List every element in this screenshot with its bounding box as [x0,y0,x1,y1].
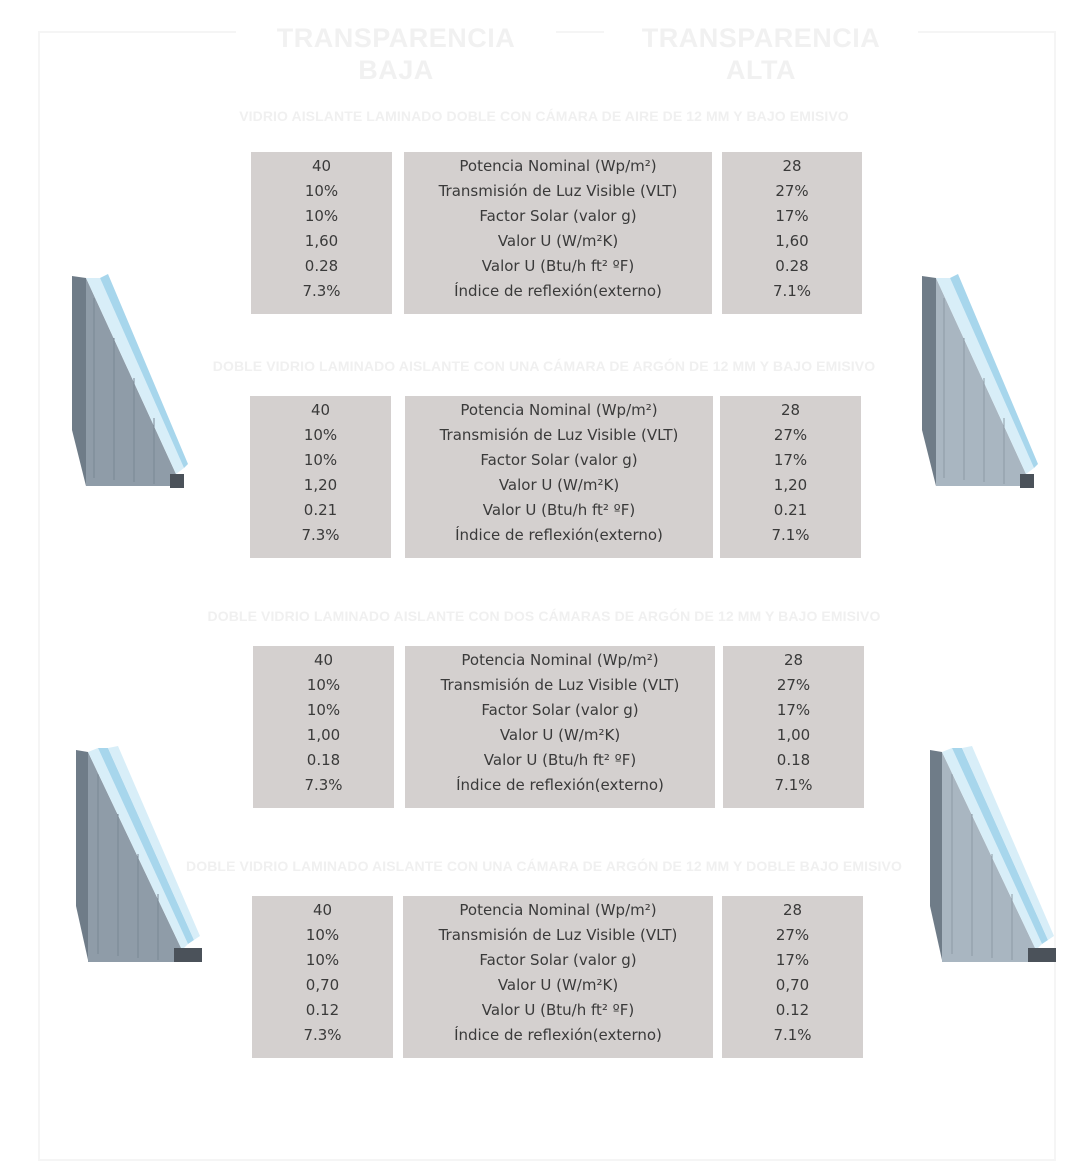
high-transparency-values: 28 27% 17% 1,20 0.21 7.1% [720,396,861,558]
property-label: Potencia Nominal (Wp/m²) [460,401,658,419]
value-cell: 40 [312,901,333,919]
triple-glazing-icon [76,746,202,962]
value-cell: 28 [780,401,801,419]
property-label: Potencia Nominal (Wp/m²) [459,157,657,175]
value-cell: 7.1% [774,776,813,794]
property-label: Valor U (Btu/h ft² ºF) [482,501,636,519]
header-low-transparency: TRANSPARENCIA BAJA [236,22,556,85]
value-cell: 10% [305,951,340,969]
value-cell: 17% [776,701,811,719]
value-cell: 10% [306,701,341,719]
section-title: VIDRIO AISLANTE LAMINADO DOBLE CON CÁMAR… [239,108,849,124]
property-label: Índice de reflexión(externo) [455,526,663,544]
value-cell: 10% [303,451,338,469]
value-cell: 10% [305,926,340,944]
value-cell: 0.21 [773,501,808,519]
low-transparency-values: 40 10% 10% 1,00 0.18 7.3% [253,646,394,808]
property-label: Índice de reflexión(externo) [456,776,664,794]
property-label: Factor Solar (valor g) [481,701,639,719]
low-transparency-values: 40 10% 10% 0,70 0.12 7.3% [252,896,393,1058]
value-cell: 40 [313,651,334,669]
double-glazing-icon [922,274,1038,488]
property-label: Factor Solar (valor g) [479,951,637,969]
value-cell: 10% [306,676,341,694]
property-label: Valor U (Btu/h ft² ºF) [481,1001,635,1019]
header-high-transparency: TRANSPARENCIA ALTA [604,22,918,85]
property-label: Valor U (W/m²K) [497,976,619,994]
value-cell: 7.1% [773,1026,812,1044]
value-cell: 0.28 [304,257,339,275]
value-cell: 0,70 [305,976,340,994]
double-glazing-icon [72,274,188,488]
property-labels: Potencia Nominal (Wp/m²) Transmisión de … [405,396,713,558]
value-cell: 1,60 [775,232,809,250]
triple-glazing-icon [930,746,1056,962]
value-cell: 0,70 [775,976,810,994]
value-cell: 1,20 [303,476,338,494]
value-cell: 7.3% [303,1026,342,1044]
value-cell: 0.12 [775,1001,810,1019]
value-cell: 0.28 [775,257,809,275]
value-cell: 1,60 [304,232,339,250]
high-transparency-values: 28 27% 17% 1,00 0.18 7.1% [723,646,864,808]
value-cell: 1,20 [773,476,808,494]
value-cell: 7.3% [301,526,340,544]
property-label: Valor U (W/m²K) [498,476,620,494]
property-label: Transmisión de Luz Visible (VLT) [438,182,678,200]
value-cell: 17% [773,451,808,469]
value-cell: 1,00 [776,726,811,744]
value-cell: 28 [783,651,804,669]
value-cell: 40 [310,401,331,419]
property-labels: Potencia Nominal (Wp/m²) Transmisión de … [404,152,712,314]
value-cell: 7.1% [771,526,810,544]
value-cell: 27% [776,676,811,694]
low-transparency-values: 40 10% 10% 1,20 0.21 7.3% [250,396,391,558]
value-cell: 7.1% [772,282,812,300]
value-cell: 10% [304,207,339,225]
value-cell: 1,00 [306,726,341,744]
property-label: Valor U (Btu/h ft² ºF) [483,751,637,769]
value-cell: 17% [775,207,809,225]
value-cell: 7.3% [302,282,341,300]
value-cell: 27% [775,926,810,944]
value-cell: 27% [773,426,808,444]
section-title: DOBLE VIDRIO LAMINADO AISLANTE CON UNA C… [212,358,876,374]
property-label: Factor Solar (valor g) [479,207,637,225]
section-title: DOBLE VIDRIO LAMINADO AISLANTE CON UNA C… [186,858,902,874]
value-cell: 0.18 [306,751,341,769]
property-label: Índice de reflexión(externo) [454,282,662,300]
value-cell: 10% [304,182,339,200]
value-cell: 0.21 [303,501,338,519]
value-cell: 28 [782,157,802,175]
section-title: DOBLE VIDRIO LAMINADO AISLANTE CON DOS C… [207,608,881,624]
property-label: Valor U (W/m²K) [497,232,619,250]
value-cell: 40 [311,157,332,175]
value-cell: 0.18 [776,751,811,769]
property-label: Transmisión de Luz Visible (VLT) [439,426,679,444]
property-label: Transmisión de Luz Visible (VLT) [440,676,680,694]
value-cell: 10% [303,426,338,444]
property-labels: Potencia Nominal (Wp/m²) Transmisión de … [403,896,713,1058]
property-label: Potencia Nominal (Wp/m²) [461,651,659,669]
value-cell: 17% [775,951,810,969]
property-label: Transmisión de Luz Visible (VLT) [438,926,678,944]
property-label: Valor U (Btu/h ft² ºF) [481,257,635,275]
value-cell: 0.12 [305,1001,340,1019]
high-transparency-values: 28 27% 17% 0,70 0.12 7.1% [722,896,863,1058]
property-label: Potencia Nominal (Wp/m²) [459,901,657,919]
value-cell: 27% [775,182,809,200]
value-cell: 28 [782,901,803,919]
property-label: Índice de reflexión(externo) [454,1026,662,1044]
high-transparency-values: 28 27% 17% 1,60 0.28 7.1% [722,152,862,314]
property-label: Valor U (W/m²K) [499,726,621,744]
value-cell: 7.3% [304,776,343,794]
property-label: Factor Solar (valor g) [480,451,638,469]
property-labels: Potencia Nominal (Wp/m²) Transmisión de … [405,646,715,808]
low-transparency-values: 40 10% 10% 1,60 0.28 7.3% [251,152,392,314]
